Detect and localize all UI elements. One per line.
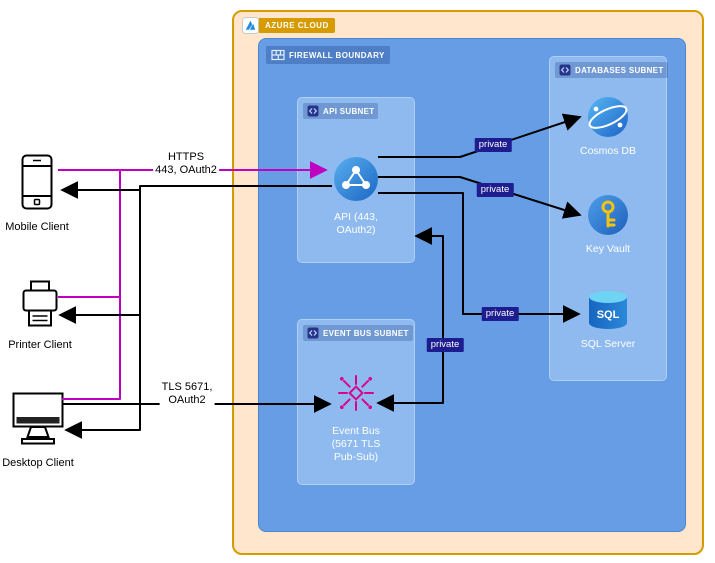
firewall-boundary-container: FIREWALL BOUNDARY API SUBNET bbox=[258, 38, 686, 532]
private-badge: private bbox=[474, 138, 512, 152]
api-icon bbox=[334, 157, 378, 201]
event-bus-subnet-header: EVENT BUS SUBNET bbox=[303, 325, 413, 341]
cosmos-db-icon bbox=[588, 97, 628, 137]
event-bus-node: Event Bus (5671 TLS Pub-Sub) bbox=[298, 370, 414, 464]
cosmos-db-node: Cosmos DB bbox=[550, 96, 666, 158]
mobile-client-label: Mobile Client bbox=[5, 221, 69, 233]
databases-subnet-header: DATABASES SUBNET bbox=[555, 62, 668, 78]
tls-edge-label: TLS 5671, OAuth2 bbox=[159, 380, 215, 408]
api-subnet-title: API SUBNET bbox=[323, 106, 375, 116]
api-subnet-header: API SUBNET bbox=[303, 103, 379, 119]
https-edge-label: HTTPS 443, OAuth2 bbox=[153, 150, 219, 178]
subnet-icon bbox=[307, 105, 319, 117]
azure-cloud-chip: AZURE CLOUD bbox=[242, 17, 335, 34]
key-vault-icon bbox=[588, 195, 628, 235]
event-bus-subnet: EVENT BUS SUBNET bbox=[297, 319, 415, 485]
sql-server-icon: SQL bbox=[589, 291, 627, 329]
printer-client-icon bbox=[22, 280, 58, 327]
subnet-icon bbox=[559, 64, 571, 76]
mobile-client-node: Mobile Client bbox=[2, 154, 72, 233]
firewall-icon bbox=[271, 49, 285, 61]
api-node: API (443, OAuth2) bbox=[298, 156, 414, 237]
firewall-boundary-label: FIREWALL BOUNDARY bbox=[289, 50, 385, 60]
private-badge: private bbox=[476, 183, 514, 197]
event-bus-node-label: Event Bus (5671 TLS Pub-Sub) bbox=[331, 425, 381, 464]
private-badge: private bbox=[426, 338, 464, 352]
private-badge: private bbox=[481, 307, 519, 321]
desktop-client-label: Desktop Client bbox=[2, 457, 74, 469]
subnet-icon bbox=[307, 327, 319, 339]
event-bus-icon bbox=[338, 375, 374, 411]
sql-server-node: SQL SQL Server bbox=[550, 289, 666, 351]
svg-text:SQL: SQL bbox=[597, 309, 620, 321]
azure-cloud-label: AZURE CLOUD bbox=[259, 18, 335, 33]
desktop-client-icon bbox=[12, 392, 64, 445]
sql-server-label: SQL Server bbox=[580, 338, 636, 350]
databases-subnet: DATABASES SUBNET Cosmos bbox=[549, 56, 668, 381]
key-vault-label: Key Vault bbox=[585, 243, 631, 255]
desktop-client-node: Desktop Client bbox=[0, 392, 76, 469]
api-subnet: API SUBNET bbox=[297, 97, 415, 263]
printer-client-node: Printer Client bbox=[4, 280, 76, 351]
printer-client-label: Printer Client bbox=[8, 339, 72, 351]
azure-cloud-container: AZURE CLOUD FIREWALL BOUNDARY bbox=[232, 10, 704, 555]
databases-subnet-title: DATABASES SUBNET bbox=[575, 65, 664, 75]
key-vault-node: Key Vault bbox=[550, 194, 666, 256]
azure-logo-icon bbox=[242, 17, 259, 34]
event-bus-subnet-title: EVENT BUS SUBNET bbox=[323, 328, 409, 338]
firewall-boundary-chip: FIREWALL BOUNDARY bbox=[266, 46, 390, 64]
mobile-client-icon bbox=[21, 154, 53, 210]
cosmos-db-label: Cosmos DB bbox=[579, 145, 636, 157]
api-node-label: API (443, OAuth2) bbox=[334, 211, 378, 237]
